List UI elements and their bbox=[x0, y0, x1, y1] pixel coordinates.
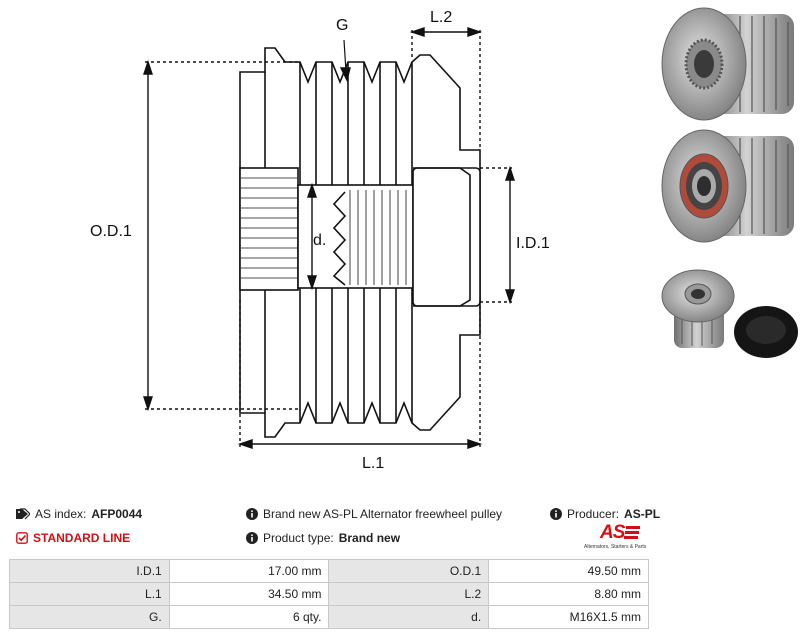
product-type-info: Product type: Brand new bbox=[246, 531, 400, 545]
spec-label: O.D.1 bbox=[328, 559, 490, 583]
spec-value: 8.80 mm bbox=[488, 582, 649, 606]
table-row: G.6 qty.d.M16X1.5 mm bbox=[9, 605, 649, 629]
tag-icon bbox=[16, 508, 30, 520]
product-type-value: Brand new bbox=[338, 531, 401, 545]
info-icon bbox=[550, 508, 562, 520]
product-type-label: Product type: bbox=[263, 531, 334, 545]
pulley-outline bbox=[239, 47, 481, 438]
standard-line-info: STANDARD LINE bbox=[16, 531, 130, 545]
label-d: d. bbox=[313, 232, 326, 249]
label-l1: L.1 bbox=[362, 455, 384, 472]
pulley-technical-drawing: G L.2 O.D.1 d. I.D.1 L.1 bbox=[90, 9, 550, 472]
standard-line-label: STANDARD LINE bbox=[33, 531, 131, 545]
pulley-photo-with-cap bbox=[661, 269, 798, 358]
spec-label: I.D.1 bbox=[9, 559, 170, 583]
label-id1: I.D.1 bbox=[516, 235, 550, 252]
spec-label: L.1 bbox=[9, 582, 170, 606]
spec-value: 49.50 mm bbox=[488, 559, 649, 583]
info-icon bbox=[246, 508, 258, 520]
as-index-value: AFP0044 bbox=[91, 507, 143, 521]
as-index-label: AS index: bbox=[35, 507, 87, 521]
producer-info: Producer: AS-PL bbox=[550, 507, 660, 521]
label-groove: G bbox=[336, 17, 348, 34]
spec-value: 34.50 mm bbox=[168, 582, 330, 606]
thread-lines bbox=[349, 190, 407, 285]
spec-label: L.2 bbox=[328, 582, 490, 606]
as-index-info: AS index: AFP0044 bbox=[16, 507, 142, 521]
description-info: Brand new AS-PL Alternator freewheel pul… bbox=[246, 507, 502, 521]
spline-hatch bbox=[241, 177, 297, 279]
product-photos bbox=[661, 7, 798, 358]
spec-value: M16X1.5 mm bbox=[488, 605, 649, 629]
as-pl-logo: AS Alternators, Starters & Parts bbox=[584, 522, 650, 554]
producer-label: Producer: bbox=[567, 507, 620, 521]
pulley-photo-bearing bbox=[661, 129, 794, 243]
spec-value: 6 qty. bbox=[168, 605, 330, 629]
spec-label: G. bbox=[9, 605, 170, 629]
checkbox-checked-icon bbox=[16, 532, 28, 544]
info-icon bbox=[246, 532, 258, 544]
product-description: Brand new AS-PL Alternator freewheel pul… bbox=[263, 507, 503, 521]
producer-value: AS-PL bbox=[624, 507, 661, 521]
label-l2: L.2 bbox=[430, 9, 452, 26]
logo-stripes-icon bbox=[624, 526, 640, 539]
label-od1: O.D.1 bbox=[90, 223, 132, 240]
logo-brand: AS bbox=[600, 522, 625, 543]
logo-tagline: Alternators, Starters & Parts bbox=[584, 544, 647, 550]
pulley-photo-front bbox=[661, 7, 794, 121]
spec-value: 17.00 mm bbox=[168, 559, 330, 583]
spec-label: d. bbox=[328, 605, 490, 629]
